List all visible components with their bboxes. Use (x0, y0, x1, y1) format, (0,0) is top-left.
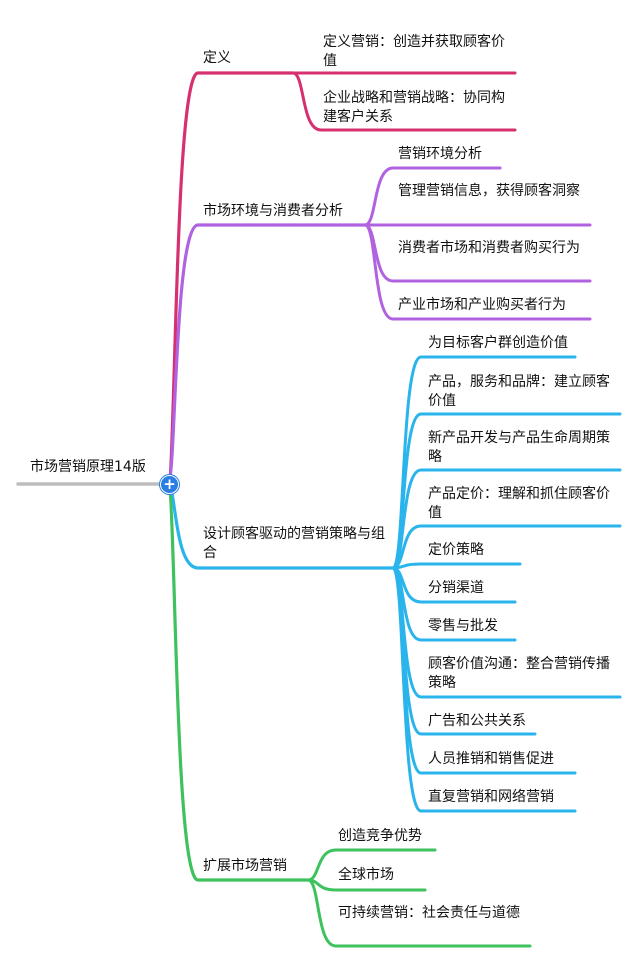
branch-3-child-3[interactable]: 新产品开发与产品生命周期策略 (428, 430, 610, 465)
branch-3-child-4[interactable]: 产品定价：理解和抓住顾客价值 (428, 486, 610, 521)
branch-1-child-1[interactable]: 定义营销：创造并获取顾客价值 (323, 34, 505, 69)
branch-2-child-4[interactable]: 产业市场和产业购买者行为 (398, 297, 566, 313)
root-node-label[interactable]: 市场营销原理14版 (30, 459, 146, 475)
branch-3-child-2[interactable]: 产品，服务和品牌：建立顾客价值 (428, 374, 610, 409)
branch-2-child-1-connector (363, 166, 502, 227)
branch-1-connector (166, 71, 295, 486)
branch-2-child-2[interactable]: 管理营销信息，获得顾客洞察 (398, 183, 580, 199)
branch-3-child-10[interactable]: 人员推销和销售促进 (428, 751, 554, 767)
plus-circle-icon[interactable]: + (160, 475, 179, 494)
branch-3-child-5-connector (391, 562, 522, 570)
branch-4-child-3-connector (306, 878, 532, 948)
branch-2-connector (166, 223, 367, 486)
branch-4-label[interactable]: 扩展市场营销 (203, 858, 287, 874)
branch-1-child-2-connector (291, 71, 517, 132)
branch-1-label[interactable]: 定义 (203, 50, 231, 66)
branch-3-child-5[interactable]: 定价策略 (428, 542, 484, 558)
branch-2-child-1[interactable]: 营销环境分析 (398, 146, 482, 162)
branch-3-child-8[interactable]: 顾客价值沟通：整合营销传播策略 (428, 656, 610, 691)
branch-3-child-3-connector (391, 468, 622, 570)
branch-2-child-4-connector (363, 223, 592, 321)
branch-2-child-3[interactable]: 消费者市场和消费者购买行为 (398, 240, 580, 256)
branch-3-child-11[interactable]: 直复营销和网络营销 (428, 789, 554, 805)
branch-3-child-9[interactable]: 广告和公共关系 (428, 713, 526, 729)
branch-4-connector (166, 482, 310, 882)
branch-4-child-1[interactable]: 创造竞争优势 (338, 828, 422, 844)
branch-4-child-2[interactable]: 全球市场 (338, 867, 394, 883)
branch-3-label[interactable]: 设计顾客驱动的营销策略与组合 (203, 526, 385, 561)
branch-1-child-2[interactable]: 企业战略和营销战略：协同构建客户关系 (323, 90, 505, 125)
branch-4-child-3[interactable]: 可持续营销：社会责任与道德 (338, 905, 520, 921)
branch-3-child-11-connector (391, 566, 577, 813)
branch-2-label[interactable]: 市场环境与消费者分析 (203, 203, 343, 219)
branch-3-child-7[interactable]: 零售与批发 (428, 618, 498, 634)
branch-3-child-1[interactable]: 为目标客户群创造价值 (428, 335, 568, 351)
branch-3-child-6[interactable]: 分销渠道 (428, 580, 484, 596)
